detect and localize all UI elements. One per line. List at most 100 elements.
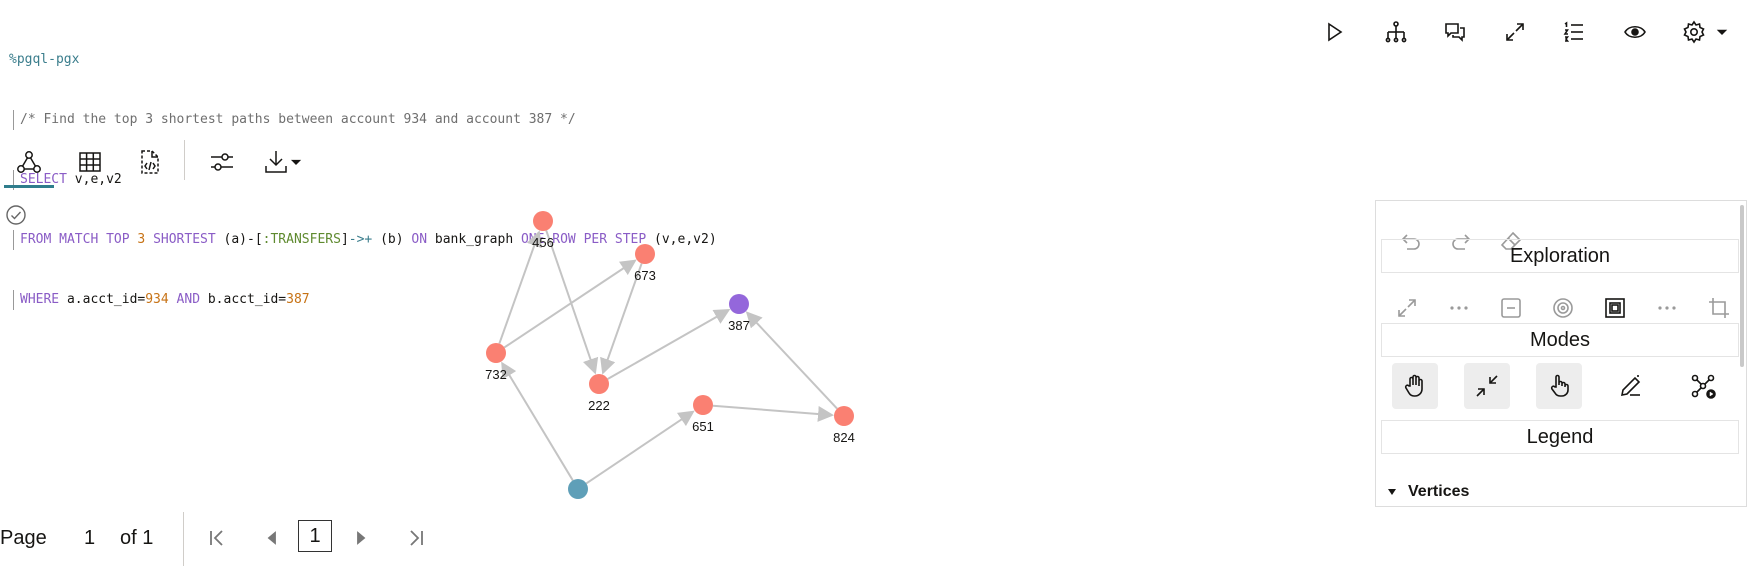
- crop-button[interactable]: [1693, 286, 1745, 330]
- group-select-icon: [1605, 298, 1625, 318]
- eye-icon: [1624, 25, 1646, 39]
- ellipsis-icon: [1658, 306, 1676, 310]
- select-mode-button[interactable]: [1536, 363, 1582, 409]
- table-view-icon: [79, 152, 101, 172]
- graph-vertex-label-673: 673: [634, 268, 656, 283]
- graph-vertex-label-387: 387: [728, 318, 750, 333]
- pattern-arrow: ->+: [348, 232, 373, 247]
- graph-vertex-387[interactable]: [729, 294, 749, 314]
- graph-tools-panel: Exploration Modes Legend Vertices: [1375, 200, 1747, 507]
- run-button[interactable]: [1316, 14, 1352, 50]
- visibility-button[interactable]: [1617, 14, 1653, 50]
- ellipsis-icon: [1450, 306, 1468, 310]
- more-options-button[interactable]: [1433, 286, 1485, 330]
- pagination-separator: [183, 512, 184, 566]
- ordered-list-button[interactable]: [1556, 14, 1592, 50]
- current-page-box[interactable]: 1: [298, 520, 332, 552]
- graph-edge-934-651[interactable]: [585, 410, 695, 485]
- graph-vertex-732[interactable]: [486, 343, 506, 363]
- query-comment: /* Find the top 3 shortest paths between…: [20, 112, 576, 127]
- settings-button[interactable]: [1676, 14, 1712, 50]
- modes-header: Modes: [1381, 323, 1739, 357]
- page-label: Page: [0, 527, 47, 549]
- prev-page-button[interactable]: [260, 526, 284, 550]
- more-options-button-2[interactable]: [1641, 286, 1693, 330]
- graph-vertex-934[interactable]: [568, 479, 588, 499]
- hierarchy-button[interactable]: [1378, 14, 1414, 50]
- row-vars: (v,e,v2): [646, 232, 717, 247]
- keyword-where: WHERE: [20, 292, 60, 307]
- graph-vertex-222[interactable]: [589, 374, 609, 394]
- tab-table-view[interactable]: [68, 140, 112, 184]
- graph-edge-732-456[interactable]: [498, 230, 542, 344]
- graph-edge-824-387[interactable]: [745, 311, 838, 410]
- last-page-button[interactable]: [404, 526, 428, 550]
- crop-icon: [1709, 298, 1729, 318]
- where-a-value: 934: [145, 292, 169, 307]
- graph-vertex-824[interactable]: [834, 406, 854, 426]
- settings-sliders-icon: [211, 153, 233, 171]
- top-n: 3: [137, 232, 146, 247]
- comments-button[interactable]: [1437, 14, 1473, 50]
- tab-json-view[interactable]: [128, 140, 172, 184]
- expand-icon: [1506, 23, 1524, 41]
- graph-edge-222-387[interactable]: [607, 308, 731, 380]
- caret-down-icon: [1388, 489, 1396, 495]
- focus-button[interactable]: [1537, 286, 1589, 330]
- panel-scrollbar[interactable]: [1740, 205, 1744, 367]
- graph-edge-732-673[interactable]: [503, 259, 637, 349]
- graph-edge-651-824[interactable]: [712, 404, 835, 422]
- graph-vertex-456[interactable]: [533, 211, 553, 231]
- network-play-icon: [1691, 374, 1716, 399]
- run-icon: [1328, 22, 1343, 42]
- edit-icon: [1620, 375, 1641, 397]
- group-button[interactable]: [1589, 286, 1641, 330]
- settings-dropdown[interactable]: [1712, 14, 1732, 50]
- download-icon: [265, 151, 287, 173]
- shrink-icon: [1476, 375, 1498, 397]
- vertices-legend-toggle[interactable]: Vertices: [1386, 483, 1469, 501]
- expand-neighbors-button[interactable]: [1381, 286, 1433, 330]
- download-button[interactable]: [254, 140, 298, 184]
- exploration-header: Exploration: [1381, 239, 1739, 273]
- graph-vertex-label-456: 456: [532, 235, 554, 250]
- legend-header: Legend: [1381, 420, 1739, 454]
- query-editor[interactable]: %pgql-pgx /* Find the top 3 shortest pat…: [9, 10, 717, 330]
- edit-mode-button[interactable]: [1608, 363, 1654, 409]
- active-tab-indicator: [4, 185, 54, 188]
- next-page-button[interactable]: [349, 526, 373, 550]
- collapse-button[interactable]: [1485, 286, 1537, 330]
- graph-vertex-651[interactable]: [693, 395, 713, 415]
- gear-icon: [1683, 20, 1705, 44]
- page-number-input[interactable]: 1: [84, 527, 96, 549]
- keyword-from: FROM MATCH TOP: [20, 232, 130, 247]
- shrink-mode-button[interactable]: [1464, 363, 1510, 409]
- select-vars: v,e,v2: [66, 172, 122, 187]
- first-page-icon: [210, 530, 223, 546]
- graph-settings-button[interactable]: [200, 140, 244, 184]
- vertices-legend-label: Vertices: [1408, 483, 1470, 500]
- expand-button[interactable]: [1497, 14, 1533, 50]
- graph-name: bank_graph: [427, 232, 521, 247]
- graph-vertex-label-824: 824: [833, 430, 855, 445]
- prev-page-icon: [267, 531, 276, 545]
- layout-play-button[interactable]: [1680, 363, 1726, 409]
- page-total: of 1: [120, 527, 154, 549]
- caret-down-icon: [1716, 29, 1728, 35]
- graph-edge-456-222[interactable]: [545, 230, 599, 375]
- code-file-icon: [141, 150, 159, 174]
- graph-vertex-673[interactable]: [635, 244, 655, 264]
- pattern-a: (a)-[: [215, 232, 263, 247]
- graph-edge-673-222[interactable]: [600, 263, 643, 375]
- pan-mode-button[interactable]: [1392, 363, 1438, 409]
- first-page-button[interactable]: [205, 526, 229, 550]
- graph-edge-934-732[interactable]: [501, 361, 574, 481]
- toolbar-separator: [184, 140, 185, 180]
- download-dropdown[interactable]: [286, 140, 306, 184]
- target-icon: [1553, 298, 1573, 318]
- where-b-value: 387: [286, 292, 310, 307]
- tab-graph-view[interactable]: [7, 140, 51, 184]
- caret-down-icon: [290, 159, 302, 165]
- where-a: a.acct_id=: [59, 292, 146, 307]
